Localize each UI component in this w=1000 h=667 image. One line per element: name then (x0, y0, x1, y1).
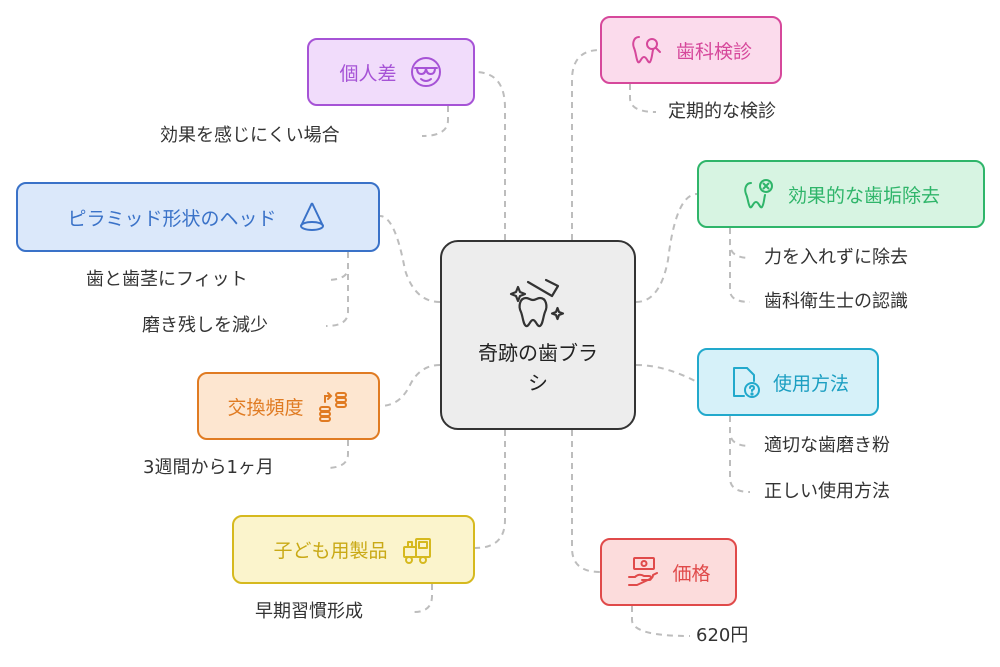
link-leaf-individual-0 (421, 106, 449, 137)
link-leaf-usage-0 (729, 416, 751, 447)
branch-kids-label: 子ども用製品 (273, 540, 388, 562)
branch-pyramid[interactable]: ピラミッド形状のヘッド (16, 182, 380, 252)
central-topic-title: 奇跡の歯ブラシ (478, 341, 598, 395)
link-leaf-pyramid-0 (325, 252, 349, 281)
branch-price[interactable]: 価格 (600, 538, 737, 606)
branch-individual[interactable]: 個人差 (307, 38, 475, 106)
leaf-usage-0: 適切な歯磨き粉 (764, 435, 890, 456)
money-hand-icon (626, 555, 660, 589)
link-leaf-dental-0 (629, 84, 657, 113)
link-leaf-plaque-1 (729, 228, 751, 303)
leaf-usage-1: 正しい使用方法 (764, 481, 890, 502)
link-frequency (379, 364, 441, 407)
branch-plaque[interactable]: 効果的な歯垢除去 (697, 160, 985, 228)
leaf-pyramid-1: 磨き残しを減少 (142, 315, 268, 336)
branch-dental-label: 歯科検診 (675, 40, 752, 63)
tooth-search-icon (630, 33, 664, 67)
leaf-plaque-1: 歯科衛生士の認識 (764, 291, 908, 312)
coin-swap-icon (316, 389, 350, 423)
leaf-frequency-0: 3週間から1ヶ月 (143, 457, 274, 478)
link-price (571, 430, 601, 573)
branch-dental[interactable]: 歯科検診 (600, 16, 782, 84)
leaf-kids-0: 早期習慣形成 (255, 601, 363, 622)
link-usage (635, 364, 698, 383)
link-leaf-kids-0 (413, 584, 433, 613)
branch-frequency-label: 交換頻度 (227, 396, 304, 419)
document-question-icon (727, 365, 761, 399)
branch-plaque-label: 効果的な歯垢除去 (787, 184, 940, 207)
branch-frequency[interactable]: 交換頻度 (197, 372, 380, 440)
leaf-individual-0: 効果を感じにくい場合 (160, 125, 340, 146)
leaf-dental-0: 定期的な検診 (668, 101, 776, 122)
central-topic[interactable]: 奇跡の歯ブラシ (440, 240, 636, 430)
tooth-sparkle-icon (508, 272, 568, 332)
link-leaf-frequency-0 (325, 440, 349, 469)
branch-kids[interactable]: 子ども用製品 (232, 515, 475, 584)
link-pyramid (379, 215, 441, 303)
link-leaf-usage-1 (729, 416, 751, 493)
link-leaf-plaque-0 (729, 228, 751, 259)
cone-icon (295, 200, 329, 234)
tooth-cross-icon (742, 177, 776, 211)
link-kids (474, 430, 506, 549)
leaf-pyramid-0: 歯と歯茎にフィット (86, 269, 248, 290)
sunglasses-face-icon (409, 55, 443, 89)
branch-individual-label: 個人差 (339, 62, 397, 85)
link-leaf-price-0 (631, 606, 691, 637)
toy-train-icon (400, 533, 434, 567)
leaf-plaque-0: 力を入れずに除去 (764, 247, 908, 268)
link-dental (571, 49, 601, 240)
link-leaf-pyramid-1 (325, 252, 349, 327)
branch-price-label: 価格 (672, 562, 711, 585)
link-plaque (635, 193, 698, 303)
branch-usage-label: 使用方法 (772, 372, 849, 395)
link-individual (474, 71, 506, 240)
branch-usage[interactable]: 使用方法 (697, 348, 879, 416)
branch-pyramid-label: ピラミッド形状のヘッド (67, 207, 277, 230)
leaf-price-0: 620円 (696, 625, 749, 646)
